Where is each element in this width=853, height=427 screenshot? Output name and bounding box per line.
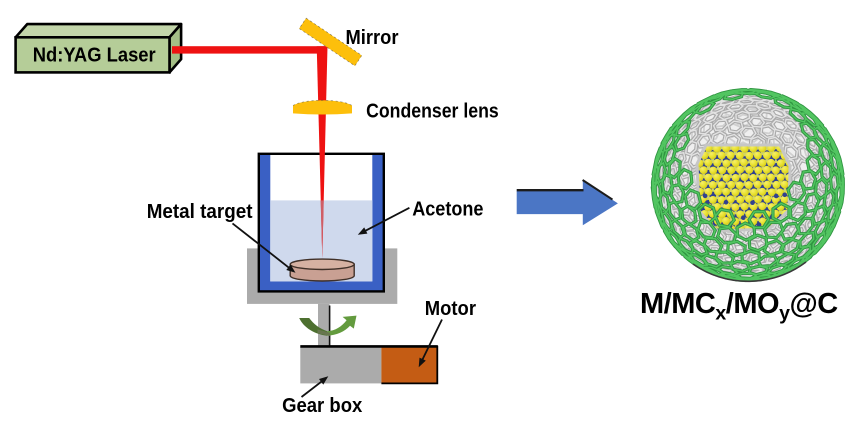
svg-text:Mirror: Mirror (346, 26, 399, 49)
svg-text:Nd:YAG Laser: Nd:YAG Laser (33, 44, 156, 67)
svg-text:Metal target: Metal target (147, 200, 253, 223)
svg-text:Condenser lens: Condenser lens (366, 99, 499, 122)
svg-text:Acetone: Acetone (412, 197, 483, 220)
svg-text:Motor: Motor (425, 297, 476, 320)
svg-text:M/MCx/MOy@C: M/MCx/MOy@C (640, 288, 838, 325)
svg-text:Gear box: Gear box (282, 394, 363, 417)
